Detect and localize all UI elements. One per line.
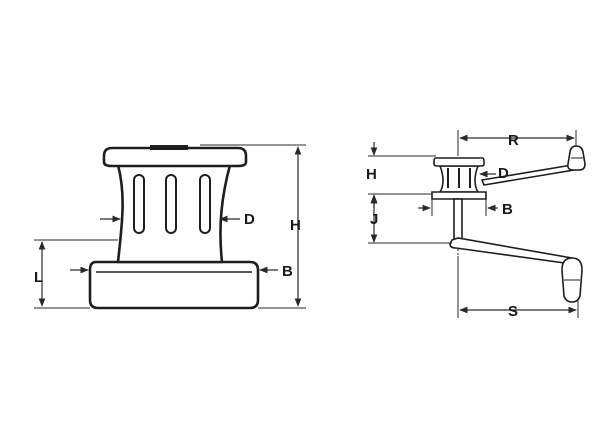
drum-slot (199, 174, 211, 234)
winch-shaft (453, 198, 463, 242)
winch-side-view (34, 144, 306, 310)
winch-top-flange (102, 146, 248, 168)
winch-top-cap (150, 145, 188, 150)
drum-slot (133, 174, 145, 234)
label-s: S (508, 303, 519, 320)
label-h: H (290, 217, 301, 234)
label-b: B (282, 263, 293, 280)
label-d: D (244, 211, 255, 228)
label-d-right: D (498, 165, 509, 182)
drum-slot (165, 174, 177, 234)
lower-handle-arm (449, 237, 573, 265)
label-l: L (34, 269, 44, 286)
small-winch-base (431, 191, 487, 200)
label-b-right: B (502, 201, 513, 218)
label-j: J (370, 211, 379, 228)
small-winch-flange (433, 157, 485, 167)
upper-handle-arm (480, 164, 576, 186)
winch-handle-view (368, 130, 586, 318)
label-h-right: H (366, 166, 377, 183)
label-r: R (508, 132, 519, 149)
winch-base (88, 260, 260, 310)
